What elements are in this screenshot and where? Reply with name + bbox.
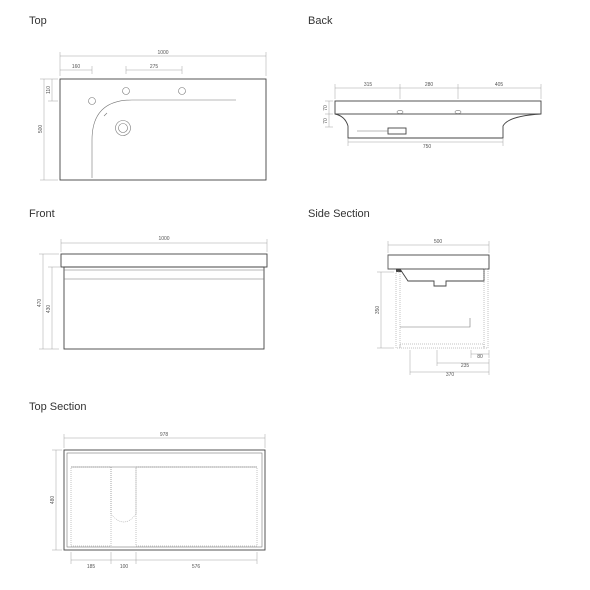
dim-topsec-depth: 480	[50, 496, 56, 505]
view-title-top: Top	[29, 15, 47, 27]
dim-front-height-body: 430	[46, 305, 52, 314]
side-section-drawer	[400, 318, 471, 328]
back-view-siphon	[387, 127, 407, 135]
back-tap-right-icon	[454, 110, 462, 114]
dim-top-depth-small: 110	[46, 86, 52, 94]
tap-hole-left-icon	[88, 97, 96, 105]
front-view: 1000 470 430	[37, 236, 268, 350]
dim-top-width: 1000	[157, 50, 168, 56]
top-section-right-compartment	[135, 466, 258, 547]
dim-front-height-total: 470	[37, 299, 43, 308]
dim-side-small: 80	[477, 354, 483, 360]
top-section-view: 978 480 185 100 576	[50, 432, 266, 570]
top-section-outline	[63, 449, 266, 551]
dim-front-width: 1000	[158, 236, 169, 242]
top-view: 1000 160 275 110 500	[38, 50, 267, 181]
dim-back-height-b: 70	[323, 118, 329, 124]
back-view-top-slab	[334, 100, 542, 115]
overflow-mark	[103, 112, 108, 117]
tap-hole-middle-icon	[122, 87, 130, 95]
view-title-top-section: Top Section	[29, 401, 87, 413]
dim-side-inner: 235	[461, 363, 470, 369]
dim-side-height: 350	[375, 306, 381, 315]
dim-topsec-width: 978	[160, 432, 169, 438]
top-view-outline	[59, 78, 267, 181]
dim-top-spacing: 275	[150, 64, 159, 70]
side-section-top-slab	[387, 254, 490, 270]
dim-back-left: 315	[364, 82, 373, 88]
top-section-siphon-cutout	[110, 467, 137, 523]
view-title-side-section: Side Section	[308, 208, 370, 220]
dim-topsec-middle: 100	[120, 564, 129, 570]
dim-back-middle: 280	[425, 82, 434, 88]
dim-topsec-right: 576	[192, 564, 201, 570]
side-section-back-panel	[395, 271, 401, 349]
side-section-view: 500 350 80 235 370	[375, 239, 490, 378]
front-view-top-slab	[60, 253, 268, 268]
side-section-bottom-panel	[399, 343, 485, 349]
dim-back-right: 405	[495, 82, 504, 88]
back-view: 315 280 405 70 70 750	[323, 82, 542, 150]
dim-top-depth: 500	[38, 125, 44, 134]
drain-outer-icon	[115, 120, 131, 136]
top-view-basin-contour	[91, 99, 236, 178]
dim-topsec-left: 185	[87, 564, 96, 570]
back-view-basin	[334, 113, 542, 139]
back-tap-left-icon	[396, 110, 404, 114]
dim-side-depth: 500	[434, 239, 443, 245]
side-section-basin	[396, 268, 485, 287]
front-view-cabinet	[63, 266, 265, 350]
tap-hole-right-icon	[178, 87, 186, 95]
dim-back-bottom: 750	[423, 144, 432, 150]
dim-side-base: 370	[446, 372, 455, 378]
view-title-front: Front	[29, 208, 55, 220]
drain-inner-icon	[118, 123, 128, 133]
dim-top-offset: 160	[72, 64, 81, 70]
view-title-back: Back	[308, 15, 333, 27]
dim-back-height-a: 70	[323, 105, 329, 111]
top-section-left-compartment	[70, 466, 112, 547]
side-section-front-panel	[483, 268, 489, 349]
